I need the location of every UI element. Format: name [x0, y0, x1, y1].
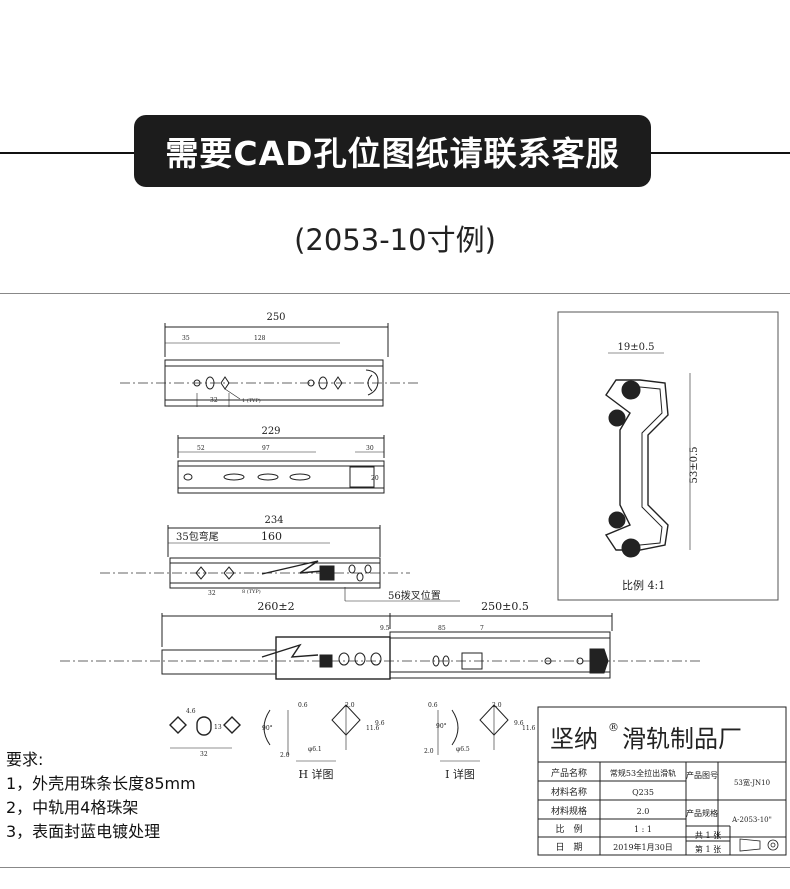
i-dim-a: 0.6 [428, 702, 438, 709]
row-label-3: 材料规格 [551, 805, 587, 817]
row-value-4: 1 : 1 [634, 825, 652, 834]
inner-dim-32: 32 [208, 590, 216, 597]
inner-dim-35: 35包弯尾 [176, 530, 219, 543]
outer-total-dim: 250 [266, 312, 285, 323]
assembly-dim-c: 7 [480, 625, 484, 632]
h-dim-f: 11.6 [366, 725, 380, 732]
fig-no-value: 53宽-JN10 [734, 778, 770, 787]
h-dim-b: 2.0 [280, 752, 290, 759]
inner-total-dim: 234 [264, 515, 283, 526]
middle-rail-view: 229 52 97 30 20 [177, 426, 385, 494]
middle-dim-97: 97 [262, 445, 270, 452]
spec-value: A-2053-10" [731, 816, 772, 824]
inner-fork-label: 56拨叉位置 [388, 589, 441, 602]
detail-views: 4.6 13 32 0.6 2.0 2.0 90° 9.6 11.6 φ6.1 … [169, 702, 536, 781]
h-dim-g: φ6.1 [308, 746, 322, 753]
row-value-2: Q235 [632, 788, 654, 797]
outer-dim-128: 128 [254, 335, 266, 342]
i-detail-title: I 详图 [445, 767, 475, 781]
requirement-item-2: 2，中轨用4格珠架 [6, 798, 139, 817]
section-width-dim: 19±0.5 [617, 342, 654, 353]
company-name: 坚纳 [550, 725, 598, 753]
row-value-1: 常规53全拉出滑轨 [610, 768, 676, 778]
middle-dim-30: 30 [366, 445, 374, 452]
slot-dim-a: 4.6 [186, 708, 196, 715]
outer-rail-view: 250 35 128 32 1 (TYP) [120, 312, 420, 407]
requirements-title: 要求: [6, 750, 44, 769]
middle-dim-52: 52 [197, 445, 205, 452]
registered-mark: ® [608, 721, 619, 734]
banner-title: 需要CAD孔位图纸请联系客服 [134, 115, 651, 187]
section-view: 19±0.5 53±0.5 比例 4:1 [557, 311, 779, 601]
assembly-left-dim: 260±2 [257, 600, 294, 613]
outer-dim-32: 32 [210, 397, 218, 404]
projection-cone-icon [739, 838, 761, 852]
spec-label: 产品规格 [686, 808, 718, 818]
title-block: 坚纳 ® 滑轨制品厂 产品名称 常规53全拉出滑轨 材料名称 Q235 材料规格… [537, 706, 787, 856]
sheet-total: 共 1 张 [695, 831, 721, 840]
row-label-4: 比 例 [555, 823, 582, 835]
i-dim-f: 11.6 [522, 725, 536, 732]
h-dim-e: 9.6 [375, 720, 385, 727]
assembly-dim-a: 9.5 [380, 625, 390, 632]
row-value-3: 2.0 [637, 807, 650, 816]
i-dim-b: 2.0 [424, 748, 434, 755]
outer-note: 1 (TYP) [242, 397, 261, 404]
assembly-right-dim: 250±0.5 [481, 600, 529, 613]
middle-total-dim: 229 [261, 426, 280, 437]
projection-circle-icon [767, 839, 779, 851]
outer-dim-35: 35 [182, 335, 190, 342]
h-dim-d: 90° [262, 725, 273, 732]
fig-no-label: 产品图号 [686, 770, 718, 780]
row-value-5: 2019年1月30日 [613, 842, 673, 852]
requirement-item-1: 1，外壳用珠条长度85mm [6, 774, 196, 793]
company-name-2: 滑轨制品厂 [622, 725, 742, 753]
i-dim-d: 90° [436, 723, 447, 730]
i-dim-g: φ6.5 [456, 746, 470, 753]
assembly-dim-b: 85 [438, 625, 446, 632]
i-dim-e: 9.6 [514, 720, 524, 727]
row-label-1: 产品名称 [551, 767, 587, 779]
requirement-item-3: 3，表面封蓝电镀处理 [6, 822, 161, 841]
page-subtitle: (2053-10寸例) [294, 223, 496, 257]
drawing-top-border [0, 293, 790, 294]
technical-drawing: 250 35 128 32 1 (TYP) 229 52 97 30 20 23 [60, 311, 787, 856]
slot-dim-c: 32 [200, 751, 208, 758]
slot-dim-b: 13 [214, 724, 222, 731]
drawing-bottom-border [0, 867, 790, 868]
requirements: 要求: 1，外壳用珠条长度85mm 2，中轨用4格珠架 3，表面封蓝电镀处理 [6, 748, 196, 844]
inner-note: 8 (TYP) [242, 588, 261, 595]
assembly-view: 260±2 250±0.5 9.5 85 7 [60, 600, 700, 680]
section-height-dim: 53±0.5 [689, 446, 700, 483]
i-dim-c: 2.0 [492, 702, 502, 709]
h-dim-c: 2.0 [345, 702, 355, 709]
row-label-2: 材料名称 [551, 786, 587, 798]
row-label-5: 日 期 [555, 842, 582, 853]
section-scale: 比例 4:1 [622, 578, 665, 592]
middle-dim-20: 20 [371, 475, 379, 482]
h-detail-title: H 详图 [298, 767, 333, 781]
h-dim-a: 0.6 [298, 702, 308, 709]
inner-dim-160: 160 [261, 530, 282, 543]
sheet-number: 第 1 张 [695, 844, 721, 854]
inner-rail-view: 234 35包弯尾 160 32 8 (TYP) 56拨叉位置 [100, 515, 460, 602]
